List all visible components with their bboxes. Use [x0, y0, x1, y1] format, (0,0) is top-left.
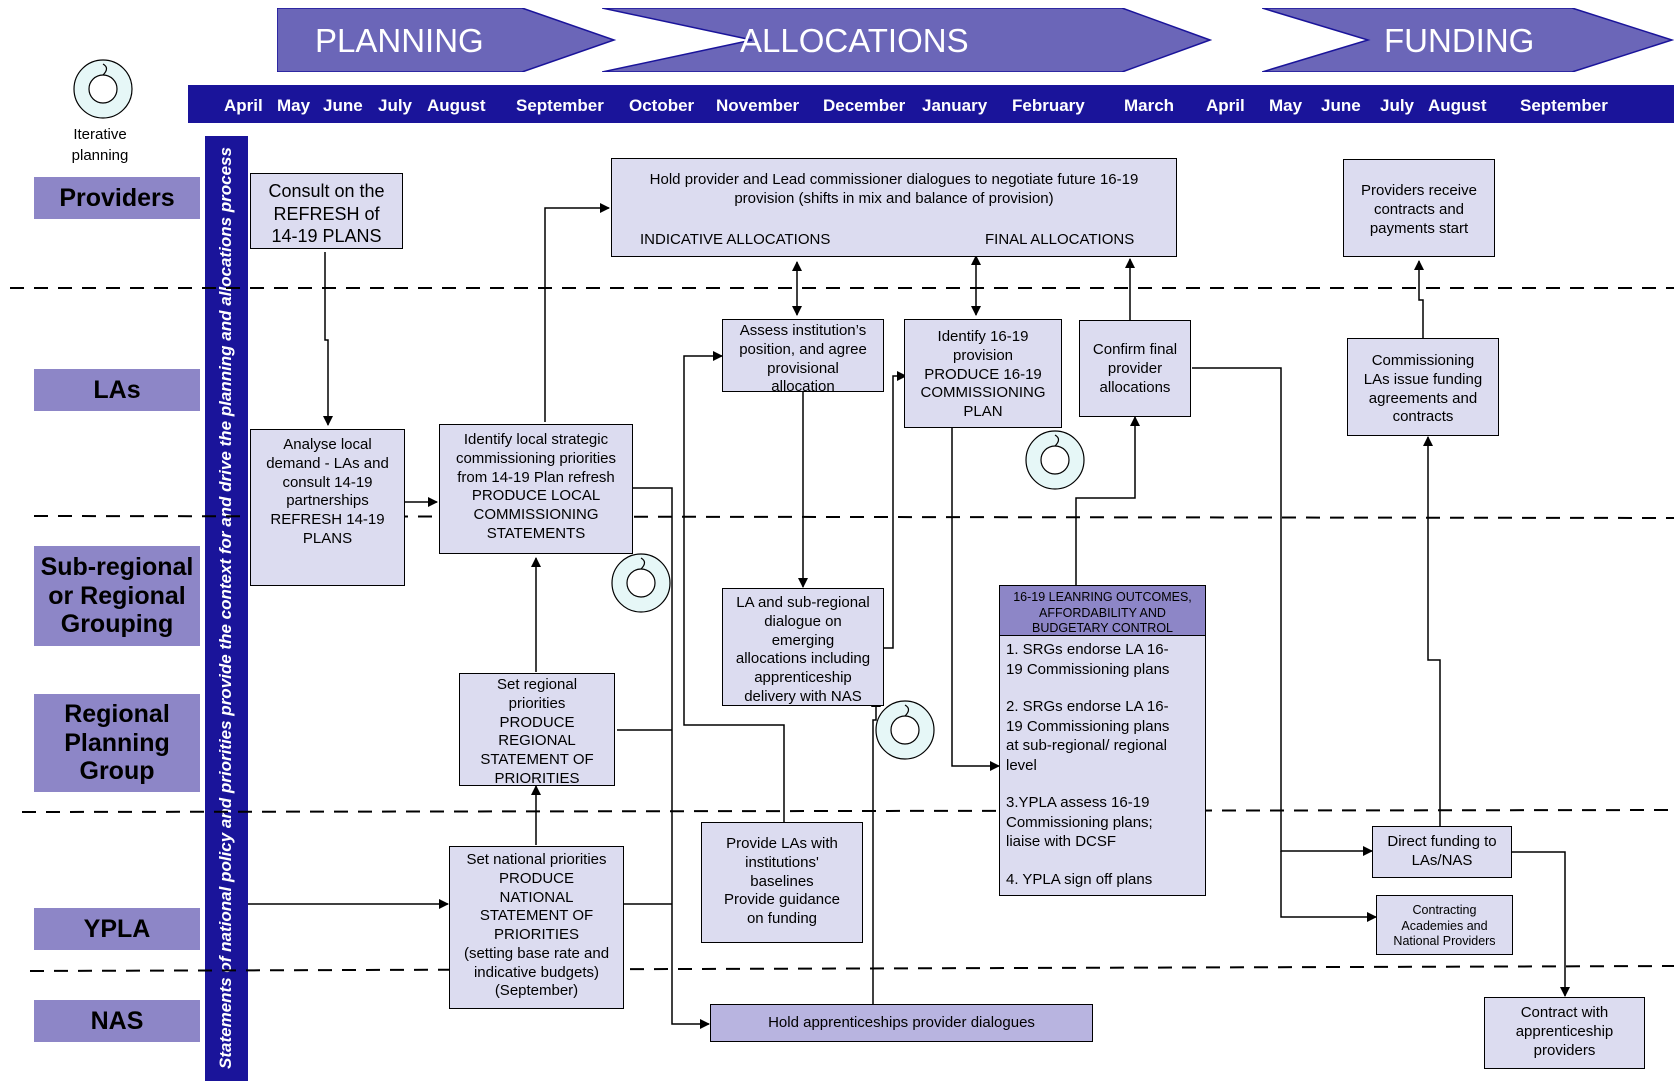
identify-1619-provision-box: Identify 16-19 provision PRODUCE 16-19 C… — [904, 319, 1062, 428]
indicative-allocations-label: INDICATIVE ALLOCATIONS — [640, 231, 831, 248]
month-label: May — [277, 96, 311, 115]
contracting-academies-box: Contracting Academies and National Provi… — [1376, 895, 1513, 955]
phase-planning-arrow — [277, 8, 617, 72]
phase-planning: PLANNING — [277, 8, 617, 72]
row-label-ypla: YPLA — [34, 908, 200, 950]
provide-las-baselines-box: Provide LAs with institutions' baselines… — [701, 822, 863, 943]
phase-funding: FUNDING — [1262, 8, 1674, 72]
month-label: April — [1206, 96, 1245, 115]
month-label: June — [1321, 96, 1361, 115]
month-timeline — [188, 85, 1674, 123]
month-label: August — [427, 96, 486, 115]
confirm-final-allocations-box: Confirm final provider allocations — [1079, 320, 1191, 417]
consult-refresh-box: Consult on the REFRESH of 14-19 PLANS — [250, 173, 403, 249]
final-allocations-label: FINAL ALLOCATIONS — [985, 231, 1135, 248]
phase-planning-label: PLANNING — [315, 22, 484, 59]
identify-local-priorities-box: Identify local strategic commissioning p… — [439, 424, 633, 554]
month-label: October — [629, 96, 695, 115]
set-national-priorities-box: Set national priorities PRODUCE NATIONAL… — [449, 846, 624, 1009]
phase-funding-arrow — [1262, 8, 1674, 72]
month-label: April — [224, 96, 263, 115]
apprenticeship-dialogues-box: Hold apprenticeships provider dialogues — [710, 1004, 1093, 1042]
provider-dialogues-box: Hold provider and Lead commissioner dial… — [611, 158, 1177, 257]
iterative-planning-icon — [1025, 430, 1085, 490]
month-label: November — [716, 96, 800, 115]
month-label: July — [1380, 96, 1415, 115]
month-label: July — [378, 96, 413, 115]
month-label: May — [1269, 96, 1303, 115]
row-label-nas: NAS — [34, 1000, 200, 1042]
month-label: February — [1012, 96, 1085, 115]
month-label: September — [1520, 96, 1608, 115]
phase-allocations-arrow — [602, 8, 1212, 72]
row-label-las: LAs — [34, 369, 200, 411]
learning-outcomes-steps-box: 1. SRGs endorse LA 16- 19 Commissioning … — [999, 635, 1206, 896]
iterative-planning-icon — [73, 59, 133, 119]
month-label: December — [823, 96, 906, 115]
direct-funding-box: Direct funding to LAs/NAS — [1372, 826, 1512, 878]
phase-allocations: ALLOCATIONS — [602, 8, 1212, 72]
contract-apprenticeship-box: Contract with apprenticeship providers — [1484, 997, 1645, 1069]
iterative-planning-icon — [611, 553, 671, 613]
phase-allocations-label: ALLOCATIONS — [740, 22, 969, 59]
row-label-providers: Providers — [34, 177, 200, 219]
commissioning-las-box: Commissioning LAs issue funding agreemen… — [1347, 338, 1499, 436]
set-regional-priorities-box: Set regional priorities PRODUCE REGIONAL… — [459, 673, 615, 786]
phase-funding-label: FUNDING — [1384, 22, 1535, 59]
iterative-planning-icon — [875, 700, 935, 760]
learning-outcomes-header: 16-19 LEANRING OUTCOMES, AFFORDABILITY A… — [999, 585, 1206, 636]
month-label: September — [516, 96, 604, 115]
policy-context-bar — [205, 136, 248, 1081]
month-label: March — [1124, 96, 1175, 115]
la-subregional-dialogue-box: LA and sub-regional dialogue on emerging… — [722, 588, 884, 706]
providers-receive-box: Providers receive contracts and payments… — [1343, 159, 1495, 257]
analyse-local-demand-box: Analyse local demand - LAs and consult 1… — [250, 429, 405, 586]
month-label: June — [323, 96, 363, 115]
month-label: January — [922, 96, 988, 115]
iterative-planning-label: Iterative planning — [71, 126, 129, 164]
month-label: August — [1428, 96, 1487, 115]
assess-institution-box: Assess institution’s position, and agree… — [722, 319, 884, 392]
